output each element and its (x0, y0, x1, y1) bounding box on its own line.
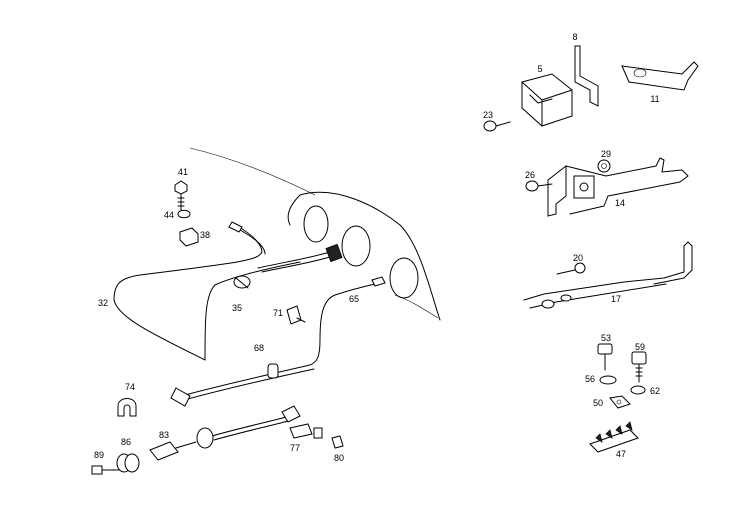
washer-56 (599, 375, 617, 385)
lower-cable-assembly (91, 405, 344, 475)
cable-35 (204, 243, 343, 361)
callout-53: 53 (601, 333, 611, 343)
callout-20: 20 (573, 253, 583, 263)
callout-26: 26 (525, 170, 535, 180)
callout-89: 89 (94, 450, 104, 460)
bracket-14 (547, 157, 689, 217)
callout-83: 83 (159, 430, 169, 440)
callout-23: 23 (483, 110, 493, 120)
callout-47: 47 (616, 449, 626, 459)
screw-26 (525, 180, 553, 192)
callout-71: 71 (273, 308, 283, 318)
callout-35: 35 (232, 303, 242, 313)
callout-59: 59 (635, 342, 645, 352)
callout-74: 74 (125, 382, 135, 392)
bolt-53 (597, 343, 613, 371)
clip-50 (609, 395, 631, 409)
callout-labels: 5 8 11 23 29 26 14 20 17 41 44 38 32 35 … (94, 32, 660, 463)
callout-56: 56 (585, 374, 595, 384)
callout-32: 32 (98, 298, 108, 308)
callout-5: 5 (537, 64, 542, 74)
callout-62: 62 (650, 386, 660, 396)
plate-11 (621, 61, 699, 91)
cable-65 (170, 276, 386, 407)
bolt-41 (174, 180, 188, 211)
clip-71 (286, 305, 306, 325)
washer-62 (630, 385, 646, 395)
callout-50: 50 (593, 398, 603, 408)
callout-44: 44 (164, 210, 174, 220)
bracket-38 (179, 227, 199, 247)
callout-29: 29 (601, 149, 611, 159)
rod-17 (523, 241, 693, 309)
callout-17: 17 (611, 294, 621, 304)
bracket-8 (574, 45, 599, 107)
screw-23 (483, 120, 511, 132)
bolt-59 (631, 351, 647, 383)
callout-38: 38 (200, 230, 210, 240)
callout-65: 65 (349, 294, 359, 304)
callout-80: 80 (334, 453, 344, 463)
connector-47 (589, 421, 639, 453)
screw-20 (556, 262, 586, 275)
callout-8: 8 (572, 32, 577, 42)
speedometer-cable-32 (113, 221, 266, 361)
clip-44 (177, 209, 191, 219)
callout-86: 86 (121, 437, 131, 447)
clip-74 (117, 398, 137, 417)
nut-29 (597, 159, 611, 173)
callout-77: 77 (290, 443, 300, 453)
callout-68: 68 (254, 343, 264, 353)
relay-5 (521, 73, 573, 127)
instrument-cluster-housing (189, 147, 441, 321)
callout-11: 11 (650, 94, 659, 104)
callout-41: 41 (178, 167, 188, 177)
callout-14: 14 (615, 198, 625, 208)
